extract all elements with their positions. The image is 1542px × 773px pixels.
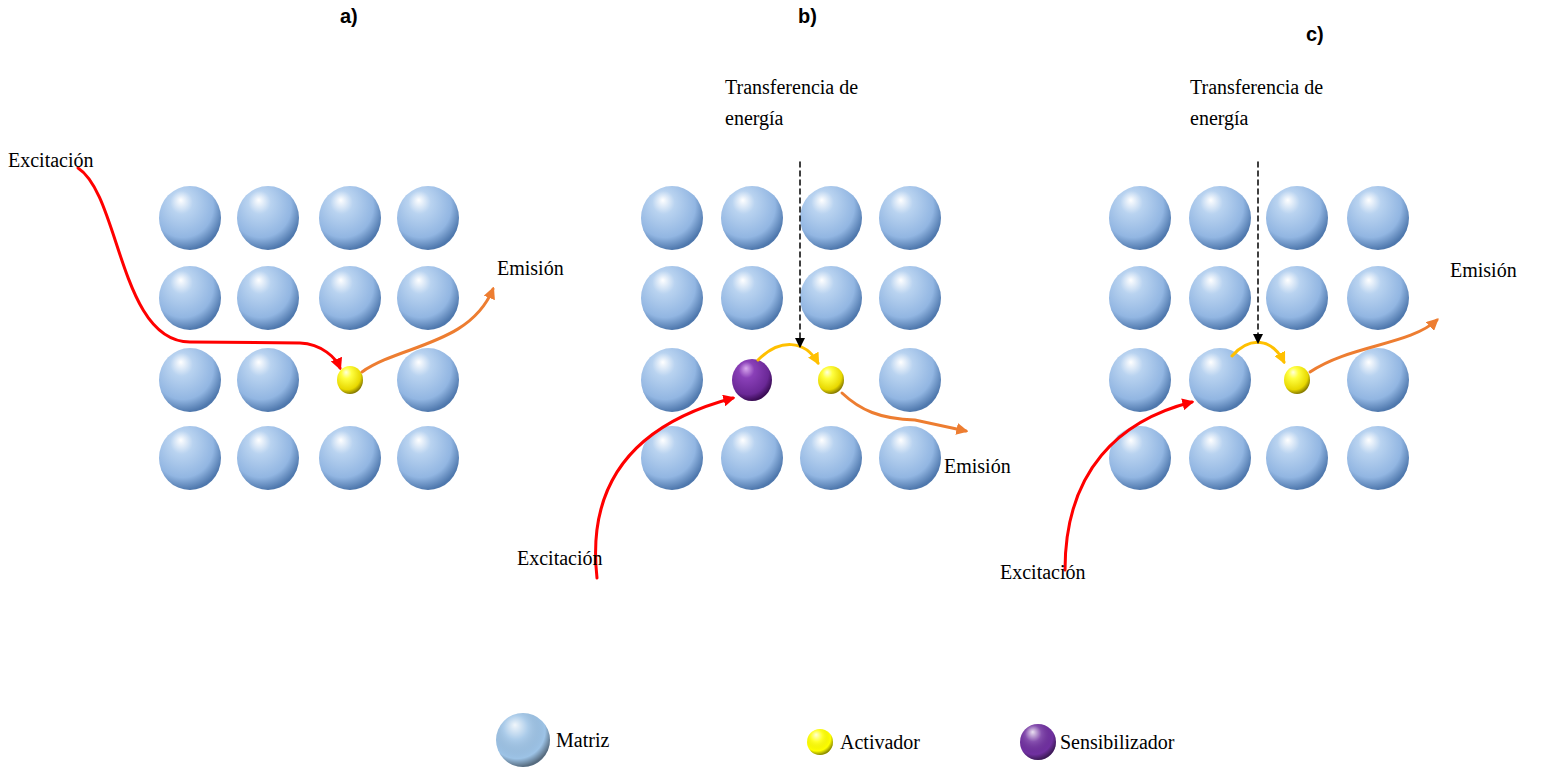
matrix-sphere (721, 266, 783, 330)
matrix-sphere (159, 266, 221, 330)
matrix-sphere (1189, 426, 1251, 490)
panel-label: b) (798, 4, 817, 28)
activator-sphere (337, 366, 363, 394)
legend-text: Matriz (556, 728, 609, 752)
matrix-sphere (237, 348, 299, 412)
matrix-sphere (641, 266, 703, 330)
excitation-label: Excitación (8, 148, 94, 172)
emission-label: Emisión (497, 256, 564, 280)
matrix-sphere (800, 186, 862, 250)
activator-sphere (1284, 366, 1310, 394)
matrix-sphere (397, 348, 459, 412)
swatch-shine (1020, 724, 1056, 760)
matrix-sphere (1109, 348, 1171, 412)
swatch-shine (807, 729, 833, 755)
excitation-arrow (78, 168, 340, 368)
legend-swatch (807, 729, 833, 755)
matrix-sphere (800, 426, 862, 490)
legend-text: Activador (840, 730, 920, 754)
transfer-label: Transferencia de energía (725, 72, 860, 134)
legend-text: Sensibilizador (1060, 730, 1174, 754)
transfer-label: Transferencia de energía (1190, 72, 1325, 134)
matrix-sphere (1266, 426, 1328, 490)
matrix-sphere (237, 426, 299, 490)
matrix-sphere (397, 186, 459, 250)
transfer-arrow (1232, 342, 1284, 362)
matrix-sphere (1266, 266, 1328, 330)
swatch-shine (496, 713, 550, 767)
emission-arrow (842, 393, 966, 431)
matrix-sphere (1189, 266, 1251, 330)
excitation-arrow (596, 398, 733, 578)
excitation-arrow (1065, 402, 1192, 570)
emission-label: Emisión (1450, 258, 1517, 282)
matrix-sphere (641, 186, 703, 250)
matrix-sphere (879, 266, 941, 330)
legend-swatch (1020, 724, 1056, 760)
matrix-sphere (1189, 348, 1251, 412)
matrix-sphere (1189, 186, 1251, 250)
legend-item (807, 729, 833, 755)
transfer-pointer (799, 162, 801, 346)
matrix-sphere (1109, 426, 1171, 490)
matrix-sphere (1347, 348, 1409, 412)
matrix-sphere (1109, 266, 1171, 330)
matrix-sphere (397, 266, 459, 330)
matrix-sphere (721, 186, 783, 250)
excitation-label: Excitación (517, 546, 603, 570)
matrix-sphere (1109, 186, 1171, 250)
matrix-sphere (1347, 186, 1409, 250)
matrix-sphere (1347, 266, 1409, 330)
emission-arrow (362, 289, 493, 372)
matrix-sphere (319, 266, 381, 330)
matrix-sphere (879, 426, 941, 490)
matrix-sphere (641, 348, 703, 412)
legend-item (496, 713, 550, 767)
transfer-arrow (758, 345, 818, 363)
matrix-sphere (879, 348, 941, 412)
emission-arrow (1310, 320, 1437, 372)
panel-label: c) (1306, 22, 1324, 46)
matrix-sphere (159, 186, 221, 250)
excitation-label: Excitación (1000, 560, 1086, 584)
activator-sphere (818, 366, 844, 394)
matrix-sphere (159, 426, 221, 490)
panel-label: a) (340, 4, 358, 28)
sensitizer-sphere (732, 359, 772, 401)
matrix-sphere (319, 186, 381, 250)
matrix-sphere (1266, 186, 1328, 250)
emission-label: Emisión (944, 454, 1011, 478)
matrix-sphere (721, 426, 783, 490)
matrix-sphere (237, 186, 299, 250)
matrix-sphere (237, 266, 299, 330)
matrix-sphere (1347, 426, 1409, 490)
matrix-sphere (159, 348, 221, 412)
legend-item (1020, 724, 1056, 760)
matrix-sphere (397, 426, 459, 490)
matrix-sphere (319, 426, 381, 490)
matrix-sphere (879, 186, 941, 250)
matrix-sphere (800, 266, 862, 330)
transfer-pointer (1257, 162, 1259, 342)
legend-swatch (496, 713, 550, 767)
